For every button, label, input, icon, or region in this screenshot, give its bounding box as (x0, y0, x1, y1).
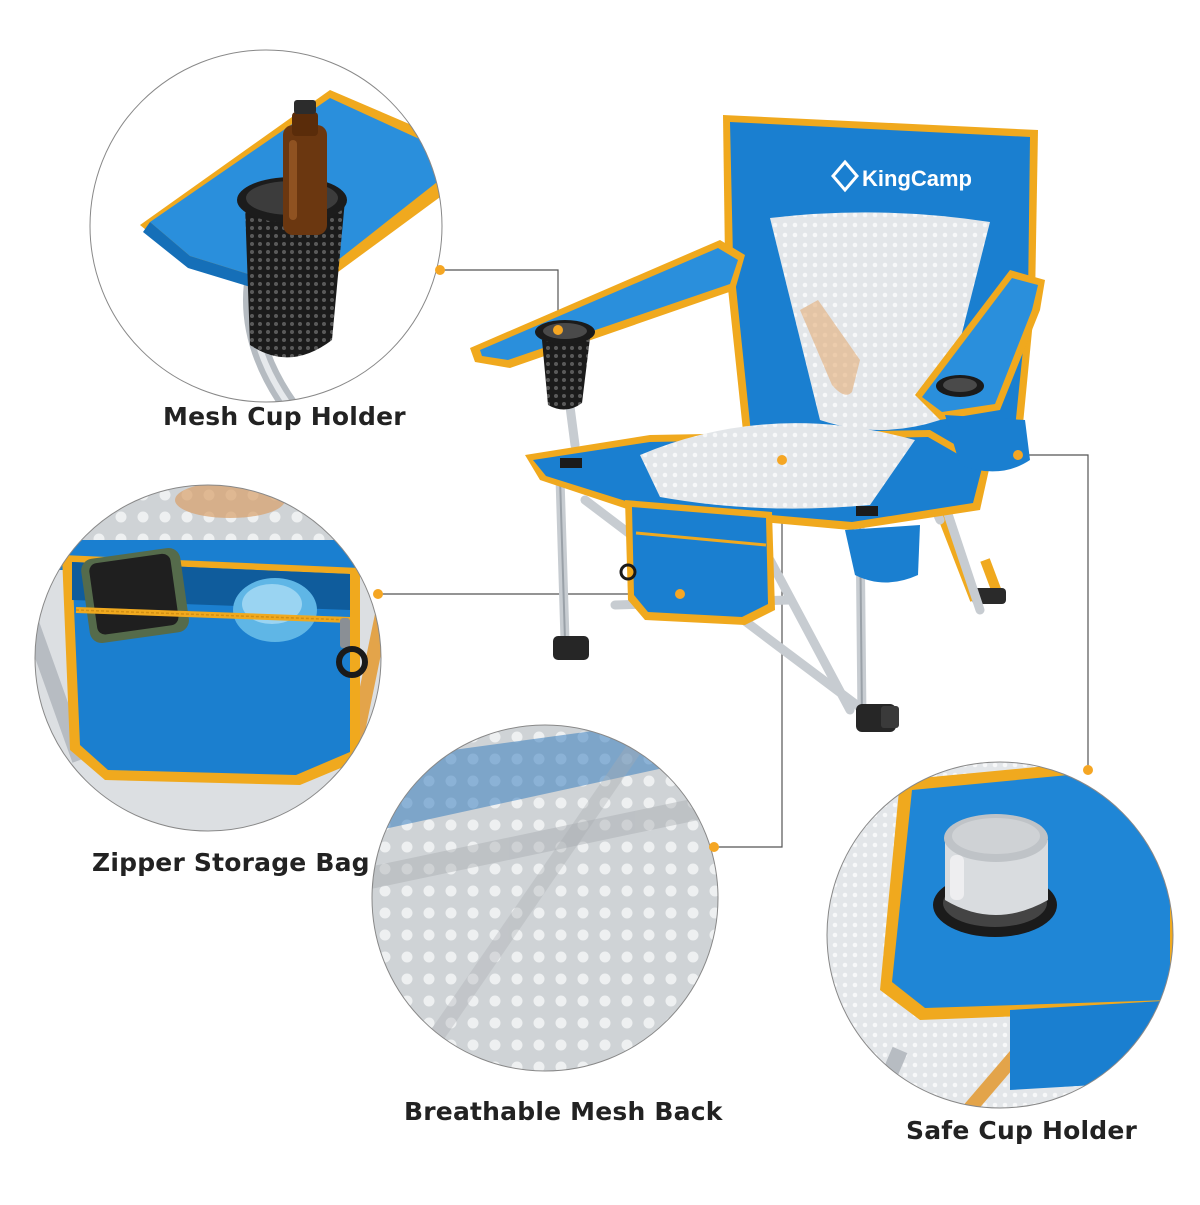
callout-dot (553, 325, 563, 335)
detail-zipper-storage-bag (34, 484, 383, 832)
callout-dot (1013, 450, 1023, 460)
breathable-mesh-back-label: Breathable Mesh Back (404, 1097, 723, 1126)
brand-name: KingCamp (862, 166, 972, 191)
zipper-storage-bag-label: Zipper Storage Bag (92, 848, 370, 877)
callout-dot (675, 589, 685, 599)
leader-safe-cup (1018, 454, 1089, 770)
callout-dot (435, 265, 445, 275)
chair-illustration: KingCamp (470, 115, 1045, 732)
detail-safe-cup-holder (826, 761, 1174, 1109)
detail-breathable-mesh-back (371, 724, 719, 1072)
detail-mesh-cup-holder (89, 49, 445, 403)
brand-logo: KingCamp (831, 159, 972, 193)
callout-dot (373, 589, 383, 599)
brand-logo-icon (831, 159, 859, 193)
mesh-cup-holder-label: Mesh Cup Holder (163, 402, 406, 431)
safe-cup-holder-label: Safe Cup Holder (906, 1116, 1138, 1145)
callout-dot (777, 455, 787, 465)
callout-dot (709, 842, 719, 852)
callout-dot (1083, 765, 1093, 775)
